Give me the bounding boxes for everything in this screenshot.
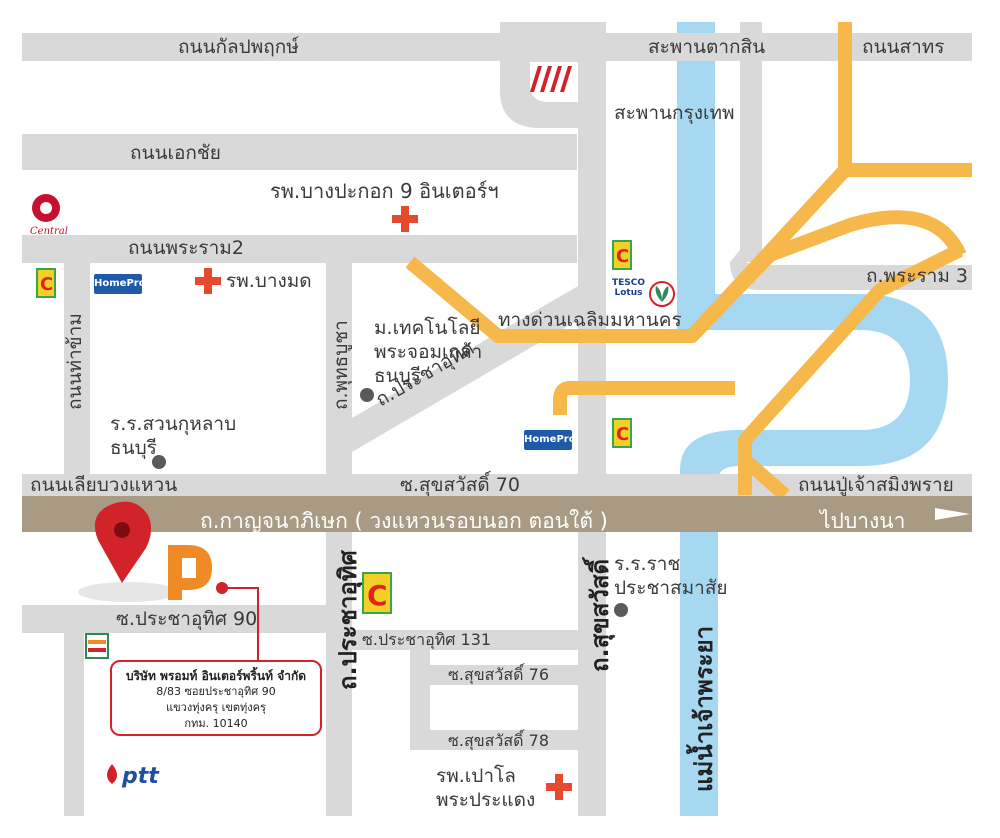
road-label-rama2: ถนนพระราม2: [128, 237, 244, 259]
chao-phraya-river: [677, 22, 948, 816]
callout-line: [222, 587, 259, 660]
road-label-taksin-bridge: สะพานตากสิน: [648, 36, 766, 58]
kanchanaphisek-road-band: [22, 496, 972, 532]
kasikorn-logo-icon: [649, 281, 675, 307]
place-label-kmutt: ม.เทคโนโลยี พระจอมเกล้า ธนบุรี: [374, 317, 483, 387]
road-label-suksawat-70: ซ.สุขสวัสดิ์ 70: [400, 474, 520, 496]
ptt-logo: ptt: [122, 764, 159, 789]
road-label-kanchanaphisek: ถ.กาญจนาภิเษก ( วงแหวนรอบนอก ตอนใต้ ): [200, 509, 608, 533]
central-logo-icon: [32, 194, 60, 222]
robinson-logo-icon: [530, 66, 572, 92]
road-label-sathon: ถนนสาทร: [862, 36, 945, 58]
direction-label-bangna: ไปบางนา: [820, 509, 906, 533]
soi-label-suksawat-78: ซ.สุขสวัสดิ์ 78: [448, 731, 549, 750]
soi-label-pracha-uthit-90: ซ.ประชาอุทิศ 90: [116, 608, 258, 630]
river-label-chao-phraya: แม่น้ำเจ้าพระยา: [690, 625, 718, 792]
ptt-drop-icon: [107, 764, 117, 784]
road-label-kanlapaphruek: ถนนกัลปพฤกษ์: [178, 36, 299, 58]
road-label-liap-wongwaen: ถนนเลียบวงแหวน: [30, 474, 178, 496]
tesco-lotus-logo: TESCO Lotus: [612, 278, 646, 298]
homepro-logo: HomePro: [524, 430, 576, 450]
soi-label-suksawat-76: ซ.สุขสวัสดิ์ 76: [448, 665, 549, 684]
local-roads: [22, 22, 972, 816]
place-label-bangpakok-hospital: รพ.บางปะกอก 9 อินเตอร์ฯ: [270, 179, 499, 203]
promt-logo-icon: [168, 545, 212, 600]
soi-label-pracha-uthit-131: ซ.ประชาอุทิศ 131: [362, 630, 492, 649]
road-label-rama3: ถ.พระราม 3: [866, 265, 969, 287]
road-label-krungthep-bridge: สะพานกรุงเทพ: [614, 102, 735, 124]
road-label-tha-kham: ถนนท่าข้าม: [64, 313, 86, 410]
central-logo-text: Central: [30, 226, 68, 237]
expressway: [405, 22, 972, 501]
company-name: บริษัท พรอมท์ อินเตอร์พริ้นท์ จำกัด: [125, 669, 307, 683]
company-address-line-2: แขวงทุ่งครุ เขตทุ่งครุ: [166, 701, 266, 714]
bigc-logo-icon: [36, 268, 56, 298]
road-label-ekkachai: ถนนเอกชัย: [130, 142, 221, 164]
road-label-pu-chao-saming-phrai: ถนนปู่เจ้าสมิงพราย: [798, 474, 954, 496]
company-info-box: บริษัท พรอมท์ อินเตอร์พริ้นท์ จำกัด 8/83…: [110, 660, 322, 736]
bigc-logo-icon: [612, 240, 632, 270]
company-address-line-3: กทม. 10140: [184, 717, 248, 730]
homepro-logo: HomePro: [94, 274, 146, 294]
place-label-bangmod-hospital: รพ.บางมด: [226, 270, 312, 292]
bigc-logo-icon: [612, 418, 632, 448]
bigc-logo-icon: [362, 572, 392, 614]
place-label-rajprachasamasai: ร.ร.ราช ประชาสมาสัย: [614, 553, 728, 599]
place-label-suan-kularb: ร.ร.สวนกุหลาบ ธนบุรี: [110, 413, 237, 459]
location-pin-icon: [78, 501, 178, 602]
place-label-paolo-hospital: รพ.เปาโล พระประแดง: [436, 765, 536, 811]
seven-eleven-logo-icon: [85, 633, 109, 659]
school-dot-icon: [360, 388, 374, 402]
company-address-line-1: 8/83 ซอยประชาอุทิศ 90: [156, 685, 276, 698]
hospital-cross-icon: [546, 774, 572, 800]
road-label-phutthabucha: ถ.พุทธบูชา: [330, 320, 352, 410]
expressway-label: ทางด่วนเฉลิมมหานคร: [498, 309, 682, 331]
hospital-cross-icon: [392, 206, 418, 232]
school-dot-icon: [614, 603, 628, 617]
hospital-cross-icon: [195, 268, 221, 294]
direction-arrow-icon: [935, 508, 970, 520]
school-dot-icon: [152, 455, 166, 469]
